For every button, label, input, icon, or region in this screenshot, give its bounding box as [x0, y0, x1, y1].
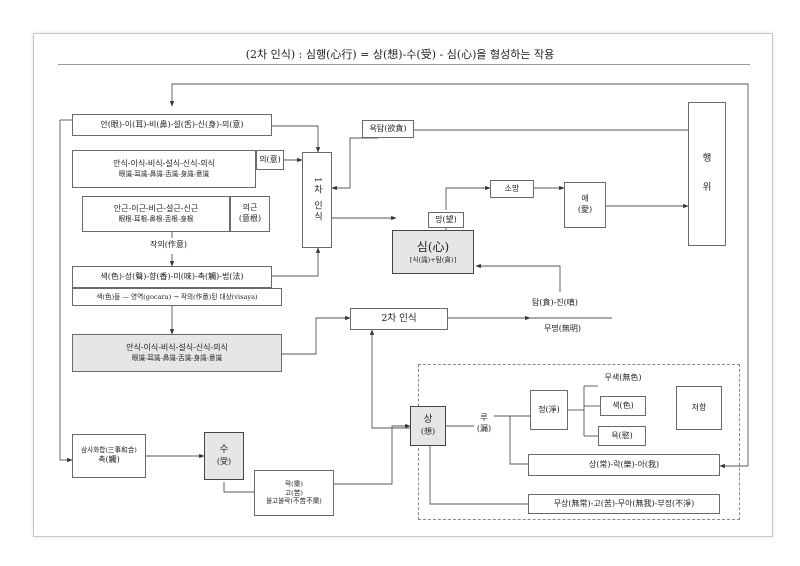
six-consciousness-box-b: 안식-이식-비식-설식-신식-의식 眼識-耳識-鼻識-舌識-身識-意識: [72, 334, 282, 372]
desire-realm-label: 욕(慾): [611, 430, 633, 440]
six-consciousness-a-hanja: 眼識-耳識-鼻識-舌識-身識-意識: [118, 169, 210, 178]
greedanger-to-mind: [475, 263, 561, 292]
action-label-1: 행: [702, 153, 712, 165]
contact-label-a: 삼사화합(三事和合): [81, 446, 137, 455]
feelings-2: 고(苦): [285, 488, 303, 497]
feelings-box: 락(樂) 고(苦) 불고불락(不苦不樂): [254, 470, 334, 516]
mind-sub-label: [식(識)+탐(貪)]: [409, 255, 457, 264]
impermanence-label: 무상(無常)-고(苦)-무아(無我)-부정(不淨): [553, 498, 695, 508]
permanence-box: 상(常)-락(樂)-아(我): [528, 454, 720, 476]
six-roots-box: 안근-이근-비근-설근-신근 眼根-耳根-鼻根-舌根-身根: [82, 196, 230, 232]
feeling-box: 수 (受): [204, 432, 244, 480]
desire-greed-label: 욕탐(欲貪): [369, 123, 407, 133]
ui-root-ko: 의근: [242, 203, 258, 213]
top-loop: [169, 83, 749, 466]
formless-label: 무색(無色): [604, 372, 642, 382]
mind-main-label: 심(心): [416, 240, 450, 255]
desire-realm-box: 욕(慾): [598, 426, 646, 446]
gocara-label: 색(色)들 — 영역(gocara) → 작의(作意)된 대상(visaya): [96, 292, 258, 301]
formless-box: 무색(無色): [598, 370, 648, 386]
objects-to-first: [272, 247, 321, 277]
feeling-to-feelings: [223, 482, 254, 493]
greed-to-first: [331, 137, 378, 191]
first-recognition-box: 1차 인식: [302, 152, 332, 248]
delusion-up: [445, 185, 491, 210]
desire-greed-box: 욕탐(欲貪): [362, 120, 414, 138]
six-consciousness-a-ko: 안식-이식-비식-설식-신식-의식: [113, 159, 215, 169]
feelings-1: 락(樂): [285, 479, 303, 488]
action-label-2: 위: [702, 182, 712, 193]
feeling-ko: 수: [219, 444, 229, 456]
six-organs-box: 안(眼)-이(耳)-비(鼻)-설(舌)-신(身)-의(意): [72, 114, 272, 136]
permanence-label: 상(常)-락(樂)-아(我): [588, 459, 660, 469]
contact-box: 삼사화합(三事和合) 촉(觸): [72, 434, 146, 478]
pure-box: 정(淨): [530, 390, 568, 430]
diagram-title: (2차 인식) : 심행(心行) = 상(想)-수(受) - 심(心)을 형성하…: [245, 48, 555, 61]
six-consciousness-box-a: 안식-이식-비식-설식-신식-의식 眼識-耳識-鼻識-舌識-身識-意識: [72, 150, 256, 188]
action-box: 행 위: [688, 102, 726, 246]
feelings-to-perception: [334, 423, 411, 485]
form-label: 색(色): [612, 400, 634, 410]
perception-to-second: [369, 329, 412, 429]
leak-box: 루 (漏): [474, 404, 494, 444]
feelings-3: 불고불락(不苦不樂): [266, 497, 322, 506]
second-recognition-box: 2차 인식: [350, 308, 448, 330]
resistance-box: 저항: [676, 386, 722, 430]
love-box: 애 (愛): [564, 182, 606, 228]
perception-hanja: (想): [420, 427, 436, 436]
six-objects-box: 색(色)-성(聲)-향(香)-미(味)-촉(觸)-법(法): [72, 266, 272, 288]
hope-label: 소망: [504, 183, 520, 193]
contact-label-b: 촉(觸): [98, 455, 120, 465]
first-recognition-label: 1차 인식: [312, 177, 323, 223]
ui-root-box: 의근 (意根): [230, 196, 270, 232]
leak-hanja: (漏): [476, 424, 492, 433]
perception-to-imperm: [429, 446, 528, 505]
six-organs-label: 안(眼)-이(耳)-비(鼻)-설(舌)-신(身)-의(意): [100, 119, 244, 129]
love-ko: 애: [581, 194, 589, 204]
six-consciousness-b-hanja: 眼識-耳識-鼻識-舌識-身識-意識: [131, 353, 223, 362]
delusion-label: 망(望): [435, 214, 457, 224]
leak-ko: 루: [480, 413, 488, 423]
ui-mind-label: 의(意): [259, 154, 281, 164]
pure-label: 정(淨): [538, 404, 560, 414]
love-hanja: (愛): [577, 205, 593, 214]
second-recognition-label: 2차 인식: [381, 312, 417, 324]
impermanence-box: 무상(無常)-고(苦)-무아(無我)-부정(不淨): [528, 494, 720, 514]
six-consciousness-b-ko: 안식-이식-비식-설식-신식-의식: [126, 343, 228, 353]
greed-anger-label: 탐(貪)-진(嗔): [532, 298, 578, 307]
leak-to-permanence: [509, 416, 528, 465]
attention-label: 작의(作意): [150, 240, 187, 249]
delusion-box: 망(望): [428, 212, 464, 228]
six-roots-hanja: 眼根-耳根-鼻根-舌根-身根: [118, 214, 194, 223]
form-box: 색(色): [600, 396, 646, 416]
ignorance-label: 무명(無明): [544, 324, 581, 333]
title-divider: [58, 64, 750, 65]
six-roots-ko: 안근-이근-비근-설근-신근: [113, 204, 199, 214]
perception-box: 상 (想): [410, 406, 446, 446]
mind-box: 심(心) [식(識)+탐(貪)]: [392, 230, 474, 274]
resistance-label: 저항: [691, 402, 707, 412]
hope-box: 소망: [490, 180, 534, 198]
six-objects-label: 색(色)-성(聲)-향(香)-미(味)-촉(觸)-법(法): [100, 271, 244, 281]
perception-ko: 상: [423, 414, 433, 426]
ui-mind-box: 의(意): [256, 150, 284, 170]
top-to-first: [272, 125, 321, 153]
feeling-hanja: (受): [216, 457, 232, 466]
consc-to-second: [282, 315, 351, 355]
gocara-box: 색(色)들 — 영역(gocara) → 작의(作意)된 대상(visaya): [72, 288, 282, 306]
ui-root-hanja: (意根): [238, 214, 262, 223]
